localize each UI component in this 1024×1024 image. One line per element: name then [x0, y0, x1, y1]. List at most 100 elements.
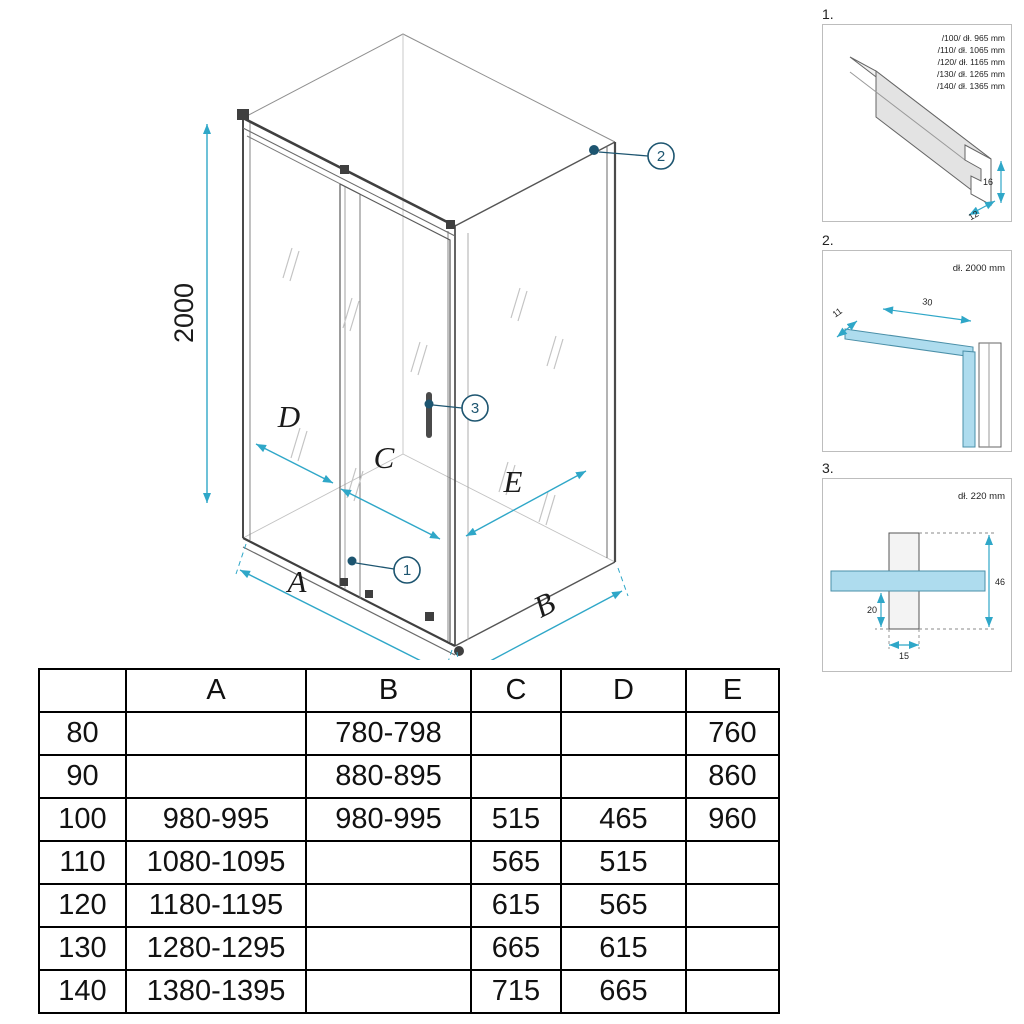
table-cell: 1080-1095: [125, 840, 307, 885]
dim-line-e: [465, 470, 587, 537]
length-option: /140/ dł. 1365 mm: [937, 81, 1005, 91]
table-cell: 565: [560, 883, 687, 928]
dim-b-label: B: [528, 585, 561, 625]
table-cell: 860: [685, 754, 780, 799]
dim-a-label: A: [286, 564, 308, 599]
table-cell: 465: [560, 797, 687, 842]
dim-d-label: D: [277, 399, 300, 434]
rail-cross-section: [964, 144, 992, 206]
profile-length-label: dł. 2000 mm: [953, 263, 1005, 274]
glass-strip-horizontal: [844, 328, 974, 358]
column-header: B: [305, 668, 472, 713]
glass-strip-vertical: [962, 350, 976, 448]
table-cell: 565: [470, 840, 562, 885]
dimension-labels: 2000 D C E A B: [169, 283, 561, 625]
dim-30-label: 30: [922, 296, 933, 307]
table-cell: 615: [560, 926, 687, 971]
table-cell: 515: [560, 840, 687, 885]
shower-enclosure-drawing: 2000 D C E A B 2 3 1: [169, 33, 675, 660]
table-cell: 665: [470, 926, 562, 971]
column-header: [38, 668, 127, 713]
callout-1-dot: [347, 556, 357, 566]
table-cell: 665: [560, 969, 687, 1014]
detail-3-dims: [877, 535, 993, 649]
detail-3-panel: dł. 220 mm 46 20 15: [822, 478, 1012, 672]
rail-profile-body: [849, 56, 992, 207]
track-end-cap: [454, 646, 464, 656]
row-header: 140: [38, 969, 127, 1014]
detail-1-drawing: /100/ dł. 965 mm /110/ dł. 1065 mm /120/…: [849, 33, 1005, 222]
dim-line-a: [239, 569, 447, 660]
callout-3-dot: [424, 399, 434, 409]
table-cell: 1380-1395: [125, 969, 307, 1014]
detail-2-drawing: dł. 2000 mm 11 30: [831, 263, 1005, 448]
table-cell: [125, 754, 307, 799]
table-cell: [125, 711, 307, 756]
roller-bracket: [340, 165, 349, 174]
table-cell: 780-798: [305, 711, 472, 756]
callouts: 2 3 1: [347, 142, 675, 584]
roller-bracket: [446, 220, 455, 229]
callout-2: 2: [589, 142, 675, 170]
detail-1-label: 1.: [822, 6, 834, 22]
dimension-lines: [203, 124, 629, 660]
callout-3-number: 3: [471, 400, 479, 417]
callout-1: 1: [347, 556, 421, 584]
dim-line-d: [255, 443, 334, 484]
height-dim-label: 2000: [169, 283, 199, 343]
row-header: 120: [38, 883, 127, 928]
table-cell: [305, 969, 472, 1014]
door-handle: [426, 392, 432, 438]
detail-1-panel: /100/ dł. 965 mm /110/ dł. 1065 mm /120/…: [822, 24, 1012, 222]
detail-2-panel: dł. 2000 mm 11 30: [822, 250, 1012, 452]
wall-profile-section: [844, 328, 1002, 448]
dim-20-label: 20: [867, 605, 877, 615]
table-cell: [685, 840, 780, 885]
extension-lines: [235, 543, 629, 660]
table-cell: 1280-1295: [125, 926, 307, 971]
table-cell: [470, 711, 562, 756]
column-header: A: [125, 668, 307, 713]
table-cell: [560, 711, 687, 756]
row-header: 80: [38, 711, 127, 756]
callout-2-number: 2: [657, 148, 665, 165]
row-header: 90: [38, 754, 127, 799]
table-cell: [305, 840, 472, 885]
wall-bracket: [237, 109, 249, 120]
row-header: 100: [38, 797, 127, 842]
column-header: D: [560, 668, 687, 713]
row-header: 110: [38, 840, 127, 885]
dim-line-b: [460, 590, 623, 660]
glass-clamp: [340, 578, 348, 586]
detail-3-dashed: [875, 532, 995, 649]
seal-length-label: dł. 220 mm: [958, 491, 1005, 502]
table-cell: 980-995: [125, 797, 307, 842]
enclosure-frame: [242, 33, 617, 656]
table-cell: 1180-1195: [125, 883, 307, 928]
detail-2-dims: [836, 306, 972, 338]
detail-2-label: 2.: [822, 232, 834, 248]
length-option: /100/ dł. 965 mm: [942, 33, 1005, 43]
column-header: C: [470, 668, 562, 713]
dim-c-label: C: [374, 440, 395, 475]
callout-2-dot: [589, 145, 599, 155]
detail-1-length-list: /100/ dł. 965 mm /110/ dł. 1065 mm /120/…: [937, 33, 1005, 91]
table-cell: [305, 883, 472, 928]
table-cell: 515: [470, 797, 562, 842]
dim-16-label: 16: [983, 177, 993, 187]
column-header: E: [685, 668, 780, 713]
detail-3-drawing: dł. 220 mm 46 20 15: [830, 491, 1005, 661]
glass-panel-bar: [830, 570, 986, 592]
table-cell: 980-995: [305, 797, 472, 842]
length-option: /110/ dł. 1065 mm: [938, 45, 1005, 55]
length-option: /130/ dł. 1265 mm: [937, 69, 1005, 79]
